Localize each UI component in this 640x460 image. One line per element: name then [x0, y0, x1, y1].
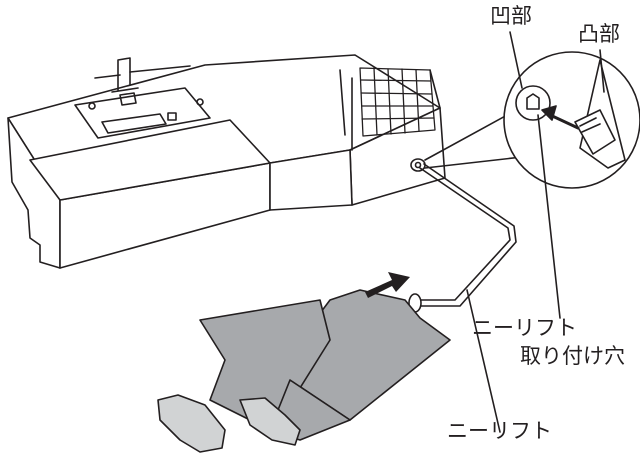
side-grid-panel	[359, 67, 436, 137]
shoe-left	[157, 394, 226, 453]
knee-arrow	[365, 272, 410, 298]
zoom-callout	[424, 31, 640, 319]
leg-illustration	[157, 272, 451, 453]
needle-plate	[74, 87, 211, 139]
label-knee-lift-hole-line1: ニーリフト	[472, 316, 577, 340]
shoe-right	[239, 397, 301, 446]
label-knee-lift: ニーリフト	[447, 419, 552, 443]
machine-side-lower	[269, 149, 353, 211]
label-convex-part: 凸部	[578, 22, 620, 46]
feed-slot	[101, 113, 167, 134]
concave-socket	[515, 85, 551, 121]
label-knee-lift-hole-line2: 取り付け穴	[520, 344, 625, 368]
knee-lift-rod	[408, 163, 517, 433]
label-concave-part: 凹部	[490, 4, 532, 28]
sewing-machine	[7, 54, 446, 269]
callout-circle	[503, 51, 640, 189]
